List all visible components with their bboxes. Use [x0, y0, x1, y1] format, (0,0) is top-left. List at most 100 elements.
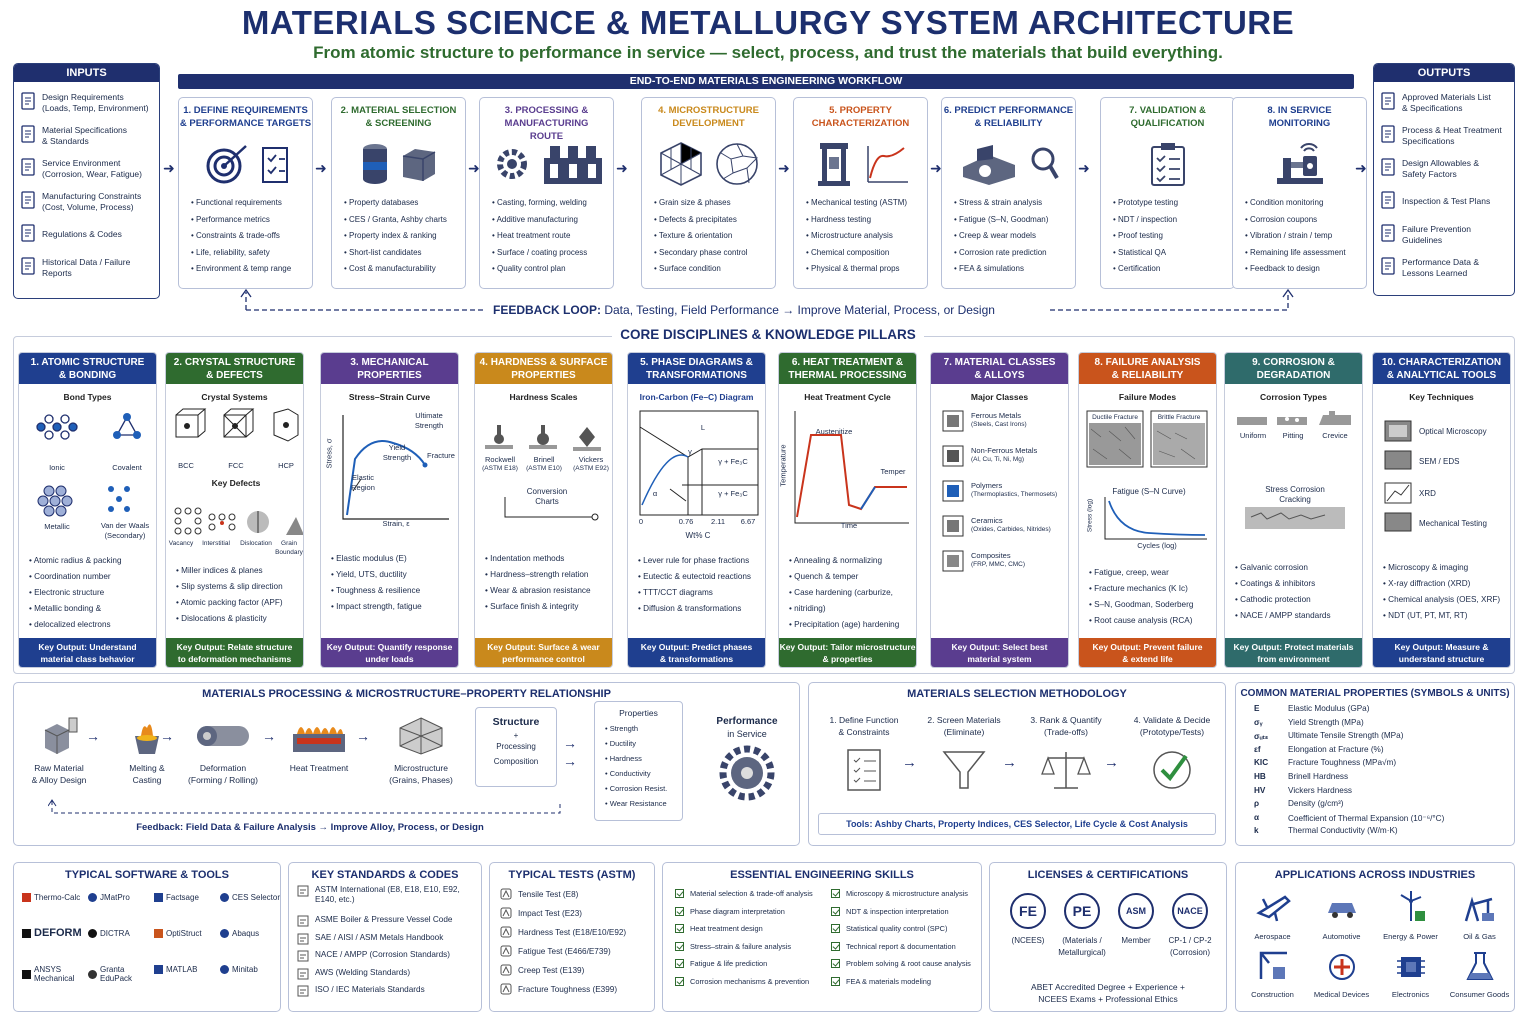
software-name: ANSYS Mechanical [34, 965, 75, 983]
processing-step-label: Heat Treatment [289, 763, 349, 773]
processing-step-icon [284, 710, 354, 756]
pillar-diagram-label: Strength [414, 421, 444, 430]
arrow-icon: → [563, 735, 577, 751]
skill-label: Heat treatment design [690, 924, 763, 934]
processing-step: Heat Treatment [284, 710, 354, 774]
processing-step: Deformation(Forming / Rolling) [182, 710, 264, 786]
software-item: Granta EduPack [88, 965, 154, 983]
pillar-diagram-title: Stress–Strain Curve [348, 392, 431, 402]
workflow-step-icon [794, 140, 927, 188]
software-item: MATLAB [154, 965, 220, 974]
document-icon [1380, 224, 1396, 245]
pillar-diagram-title: Iron-Carbon (Fe–C) Diagram [639, 392, 754, 402]
processing-step-label: Microstructure [394, 763, 448, 773]
pillar-item: Toughness & resilience [331, 583, 422, 599]
symbol: E [1254, 704, 1260, 713]
workflow-step-item: Certification [1113, 261, 1178, 278]
arrow-icon: ➜ [163, 160, 175, 176]
tests-panel: TYPICAL TESTS (ASTM) Tensile Test (E8)Im… [489, 862, 655, 1012]
pillar-diagram-label: Composites [971, 551, 1011, 560]
processing-step-label-2: Casting [132, 775, 162, 785]
workflow-step-item: Performance metrics [191, 212, 291, 229]
pillar-diagram-label: Temperature [778, 444, 788, 487]
application-label: Consumer Goods [1449, 990, 1510, 999]
document-icon [20, 191, 36, 212]
pillar-diagram-label: γ + Fe₃C [718, 457, 748, 466]
selection-step: 1. Define Function& Constraints [818, 714, 910, 797]
output-item-title: Inspection & Test Plans [1402, 196, 1491, 206]
input-item: Design Requirements(Loads, Temp, Environ… [14, 86, 159, 119]
standard-item: ASTM International (E8, E18, E10, E92,E1… [297, 885, 481, 915]
input-item-title: Historical Data / Failure [42, 256, 131, 267]
pillar-item: TTT/CCT diagrams [638, 585, 751, 601]
pillar-item: Quench & temper [789, 569, 899, 585]
pillar-item: Metallic bonding & [29, 601, 122, 617]
pillar-item: Microscopy & imaging [1383, 560, 1500, 576]
workflow-step-subtitle: & PERFORMANCE TARGETS [179, 118, 312, 129]
gear-icon [705, 745, 789, 806]
inputs-panel: INPUTS Design Requirements(Loads, Temp, … [13, 63, 160, 299]
output-item: Approved Materials List& Specifications [1374, 86, 1514, 119]
software-item: DEFORM [22, 928, 88, 939]
output-item-detail: Specifications [1402, 135, 1455, 146]
pumpjack-icon [1445, 891, 1514, 930]
software-name: MATLAB [166, 965, 198, 974]
pillar-diagram-label: Cycles (log) [1137, 541, 1177, 550]
pillar-diagram-label: γ + Fe₃C [718, 489, 748, 498]
workflow-step-item: Property index & ranking [344, 228, 447, 245]
workflow-step-5: 5. PROPERTYCHARACTERIZATIONMechanical te… [793, 97, 928, 289]
pillar-key-output-detail: to deformation mechanisms [177, 654, 292, 664]
application-item: Energy & Power [1376, 891, 1445, 941]
pillar-subtitle: TRANSFORMATIONS [646, 370, 747, 381]
processing-step: Raw Material& Alloy Design [24, 710, 94, 786]
output-item: Design Allowables &Safety Factors [1374, 152, 1514, 185]
workflow-step-item: Stress & strain analysis [954, 195, 1048, 212]
application-label: Oil & Gas [1463, 932, 1496, 941]
car-icon [1307, 891, 1376, 930]
pillar-diagram-label: Time [840, 521, 858, 530]
workflow-step-4: 4. MICROSTRUCTUREDEVELOPMENTGrain size &… [641, 97, 776, 289]
pillar-item: Diffusion & transformations [638, 601, 751, 617]
pillar-subtitle: PROPERTIES [511, 370, 576, 381]
processing-step-label-2: & Alloy Design [31, 775, 87, 785]
pillar-subtitle: & ANALYTICAL TOOLS [1386, 370, 1497, 381]
pillar-title: 5. PHASE DIAGRAMS & [640, 357, 753, 368]
workflow-step-subtitle: QUALIFICATION [1130, 118, 1205, 129]
processing-step-label-2: (Grains, Phases) [389, 775, 453, 785]
properties-box: Properties• Strength• Ductility• Hardnes… [594, 701, 683, 821]
standard-label: SAE / AISI / ASM Metals Handbook [315, 932, 444, 942]
page-subtitle: From atomic structure to performance in … [313, 43, 1223, 62]
software-name: Abaqus [232, 929, 260, 938]
pillar-key-output: Key Output: Prevent failure [1092, 642, 1203, 652]
standards-panel: KEY STANDARDS & CODES ASTM International… [288, 862, 482, 1012]
software-item: Factsage [154, 893, 220, 902]
software-item: Minitab [220, 965, 280, 974]
skill-item: NDT & inspection interpretation [831, 903, 979, 921]
pillar-diagram-label: Ferrous Metals [971, 411, 1022, 420]
symbol-description: Brinell Hardness [1288, 771, 1349, 781]
workflow-step-title: 4. MICROSTRUCTURE [658, 105, 759, 116]
symbol-description: Yield Strength (MPa) [1288, 717, 1364, 727]
skill-item: Material selection & trade-off analysis [675, 885, 823, 903]
pillar-item: Cathodic protection [1235, 592, 1331, 608]
workflow-step-1: 1. DEFINE REQUIREMENTS& PERFORMANCE TARG… [178, 97, 313, 289]
pillar-diagram-label: Charts [535, 497, 559, 506]
pillar-item: S–N, Goodman, Soderberg [1089, 597, 1193, 613]
pillar-subtitle: & DEFECTS [206, 370, 263, 381]
pillar-diagram-label: Pitting [1282, 431, 1304, 440]
workflow-step-item: Hardness testing [806, 212, 907, 229]
pillar-key-output: Key Output: Measure & [1394, 642, 1489, 652]
licenses-note-2: NCEES Exams + Professional Ethics [1038, 994, 1178, 1004]
structure-label: Structure [492, 716, 540, 728]
workflow-step-item: Creep & wear models [954, 228, 1048, 245]
